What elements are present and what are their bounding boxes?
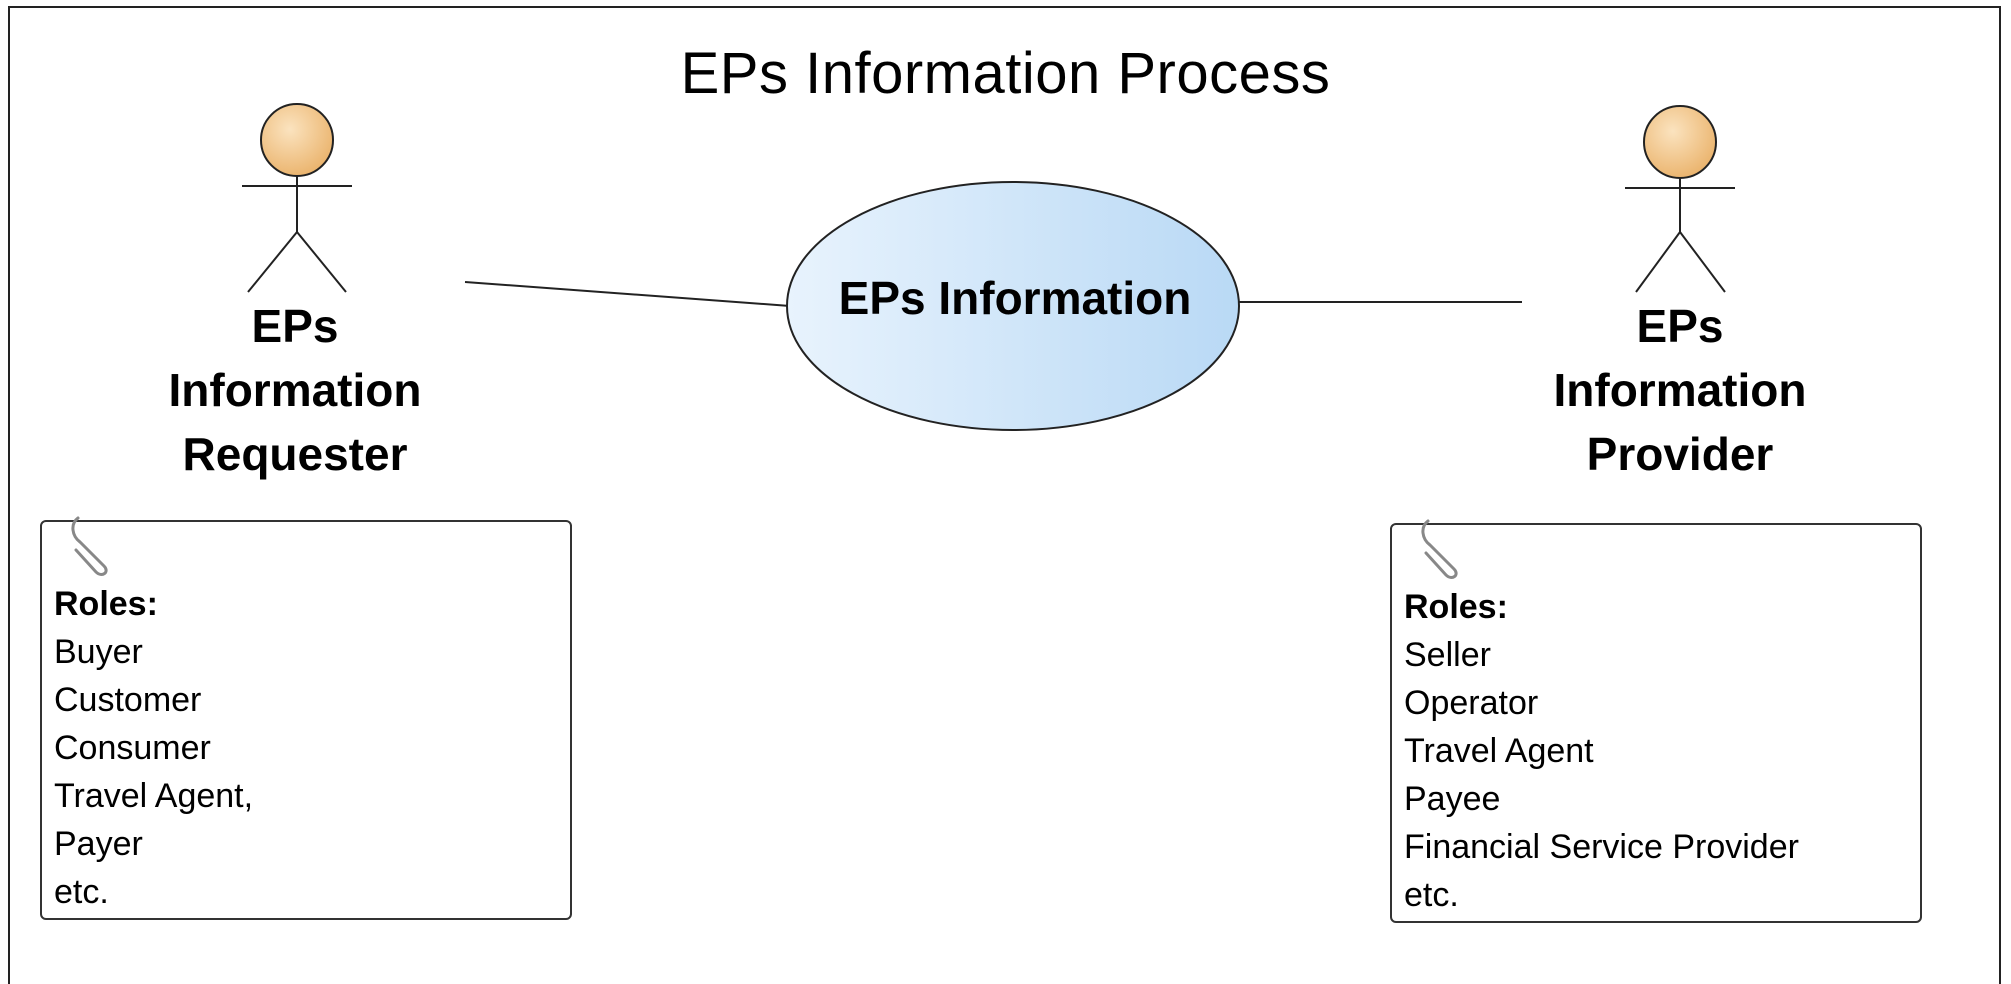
- actor-provider-figure: [1625, 105, 1735, 293]
- diagram-frame: [8, 6, 2001, 984]
- note-item: Travel Agent,: [54, 777, 254, 815]
- note-heading: Roles:: [54, 585, 158, 623]
- note-item: Consumer: [54, 729, 211, 767]
- actor-label-line: Provider: [1586, 428, 1774, 480]
- actor-label-line: Information: [1553, 364, 1807, 416]
- note-item: Payee: [1404, 780, 1501, 818]
- note-item: Payer: [54, 825, 143, 863]
- note-item: Financial Service Provider: [1404, 828, 1799, 866]
- actor-head: [1643, 105, 1717, 179]
- diagram-title: EPs Information Process: [680, 41, 1331, 106]
- note-provider-roles: Roles: Seller Operator Travel Agent Paye…: [1390, 519, 1922, 923]
- note-item: Buyer: [54, 633, 143, 671]
- note-item: Travel Agent: [1404, 732, 1594, 770]
- use-case-label: EPs Information: [838, 272, 1192, 324]
- note-requester-roles: Roles: Buyer Customer Consumer Travel Ag…: [40, 516, 572, 920]
- note-item: etc.: [54, 873, 109, 911]
- actor-label-line: Requester: [182, 428, 408, 480]
- note-item: Seller: [1404, 636, 1491, 674]
- use-case-ellipse: [786, 181, 1240, 431]
- note-item: Operator: [1404, 684, 1539, 722]
- note-item: Customer: [54, 681, 202, 719]
- actor-requester-figure: [242, 103, 352, 293]
- actor-provider-label: EPs Information Provider: [1500, 294, 1860, 486]
- association-line-requester: [464, 281, 791, 307]
- note-item: etc.: [1404, 876, 1459, 914]
- actor-label-line: EPs: [251, 300, 339, 352]
- actor-head: [260, 103, 334, 177]
- actor-requester-label: EPs Information Requester: [115, 294, 475, 486]
- actor-label-line: EPs: [1636, 300, 1724, 352]
- actor-label-line: Information: [168, 364, 422, 416]
- paperclip-icon: [71, 516, 108, 576]
- note-heading: Roles:: [1404, 588, 1508, 626]
- paperclip-icon: [1421, 519, 1458, 579]
